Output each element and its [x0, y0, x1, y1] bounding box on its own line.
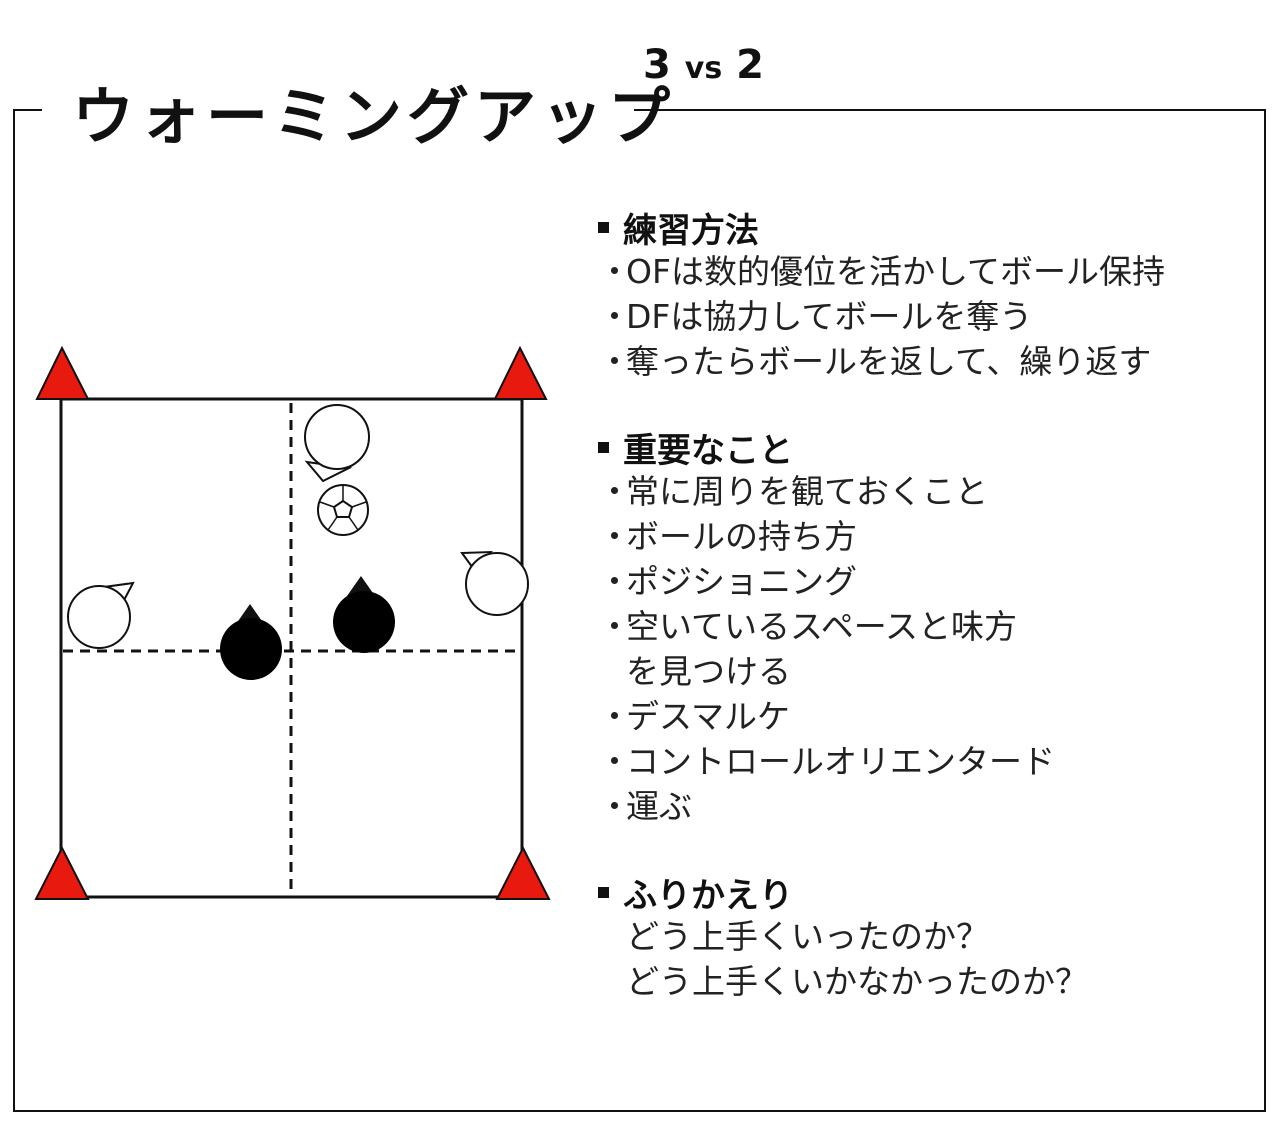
- important-item-5: ・デスマルケ: [598, 694, 1055, 739]
- format-vs: vs: [684, 51, 723, 86]
- reflection-item-text: どう上手くいったのか？: [626, 917, 989, 956]
- section-important-heading: 重要なこと: [623, 430, 793, 471]
- reflection-item-text: どう上手くいかなかったのか？: [626, 962, 1088, 1001]
- important-item-7: ・運ぶ: [598, 784, 1055, 829]
- cone-top-left-icon: [35, 345, 90, 400]
- cone-bottom-left-icon: [34, 845, 90, 900]
- important-item-text: を見つける: [626, 652, 791, 691]
- method-item-0: ・OFは数的優位を活かしてボール保持: [598, 249, 1165, 294]
- title-mask: [42, 60, 634, 150]
- bullet-dot: ・: [598, 787, 631, 826]
- drill-diagram: [34, 345, 551, 900]
- attacker-left: [220, 604, 282, 680]
- attacker-right: [333, 576, 395, 653]
- bullet-dot: ・: [598, 297, 631, 336]
- important-item-1: ・ボールの持ち方: [598, 514, 1055, 559]
- important-item-3-continued: を見つける: [598, 649, 1055, 694]
- important-item-6: ・コントロールオリエンタード: [598, 739, 1055, 784]
- heading-square-icon: [598, 886, 609, 898]
- important-item-3: ・空いているスペースと味方: [598, 604, 1055, 649]
- drill-format: 3 vs 2: [643, 42, 764, 88]
- bullet-dot: ・: [598, 742, 631, 781]
- section-method-heading: 練習方法: [623, 210, 759, 251]
- important-item-text: コントロールオリエンタード: [626, 742, 1055, 781]
- cone-bottom-right-icon: [495, 845, 551, 900]
- important-item-0: ・常に周りを観ておくこと: [598, 469, 1055, 514]
- heading-square-icon: [598, 441, 609, 453]
- important-item-2: ・ポジショニング: [598, 559, 1055, 604]
- important-item-text: 常に周りを観ておくこと: [626, 472, 989, 511]
- method-item-text: OFは数的優位を活かしてボール保持: [626, 252, 1165, 291]
- section-reflection: ふりかえり どう上手くいったのか？ どう上手くいかなかったのか？: [598, 870, 1088, 1004]
- method-item-text: 奪ったらボールを返して、繰り返す: [626, 342, 1152, 381]
- content-frame: [13, 109, 1266, 1112]
- format-count-a: 3: [643, 42, 671, 88]
- pitch-boundary: [59, 397, 524, 899]
- important-item-text: 運ぶ: [626, 787, 692, 826]
- heading-square-icon: [598, 221, 609, 233]
- section-important-header: 重要なこと: [598, 425, 1055, 471]
- important-item-text: ポジショニング: [626, 562, 857, 601]
- important-item-text: デスマルケ: [626, 697, 791, 736]
- important-item-text: ボールの持ち方: [626, 517, 857, 556]
- section-reflection-heading: ふりかえり: [623, 875, 793, 916]
- soccer-ball-icon: [317, 484, 369, 536]
- defender-left: [67, 581, 135, 649]
- reflection-item-0: どう上手くいったのか？: [598, 914, 1088, 959]
- bullet-dot: ・: [598, 607, 631, 646]
- method-item-text: DFは協力してボールを奪う: [626, 297, 1033, 336]
- section-method-header: 練習方法: [598, 205, 1165, 251]
- section-important: 重要なこと ・常に周りを観ておくこと ・ボールの持ち方 ・ポジショニング ・空い…: [598, 425, 1055, 829]
- format-count-b: 2: [736, 42, 764, 88]
- cone-top-right-icon: [493, 345, 548, 400]
- reflection-item-1: どう上手くいかなかったのか？: [598, 959, 1088, 1004]
- bullet-dot: ・: [598, 562, 631, 601]
- bullet-dot: ・: [598, 342, 631, 381]
- bullet-dot: ・: [598, 252, 631, 291]
- bullet-dot: ・: [598, 517, 631, 556]
- important-item-text: 空いているスペースと味方: [626, 607, 1018, 646]
- bullet-dot: ・: [598, 472, 631, 511]
- bullet-dot: ・: [598, 697, 631, 736]
- defender-top: [304, 404, 370, 483]
- method-item-2: ・奪ったらボールを返して、繰り返す: [598, 339, 1165, 384]
- section-method: 練習方法 ・OFは数的優位を活かしてボール保持 ・DFは協力してボールを奪う ・…: [598, 205, 1165, 384]
- defender-right: [460, 550, 529, 616]
- section-reflection-header: ふりかえり: [598, 870, 1088, 916]
- page-title: ウォーミングアップ: [72, 80, 676, 153]
- method-item-1: ・DFは協力してボールを奪う: [598, 294, 1165, 339]
